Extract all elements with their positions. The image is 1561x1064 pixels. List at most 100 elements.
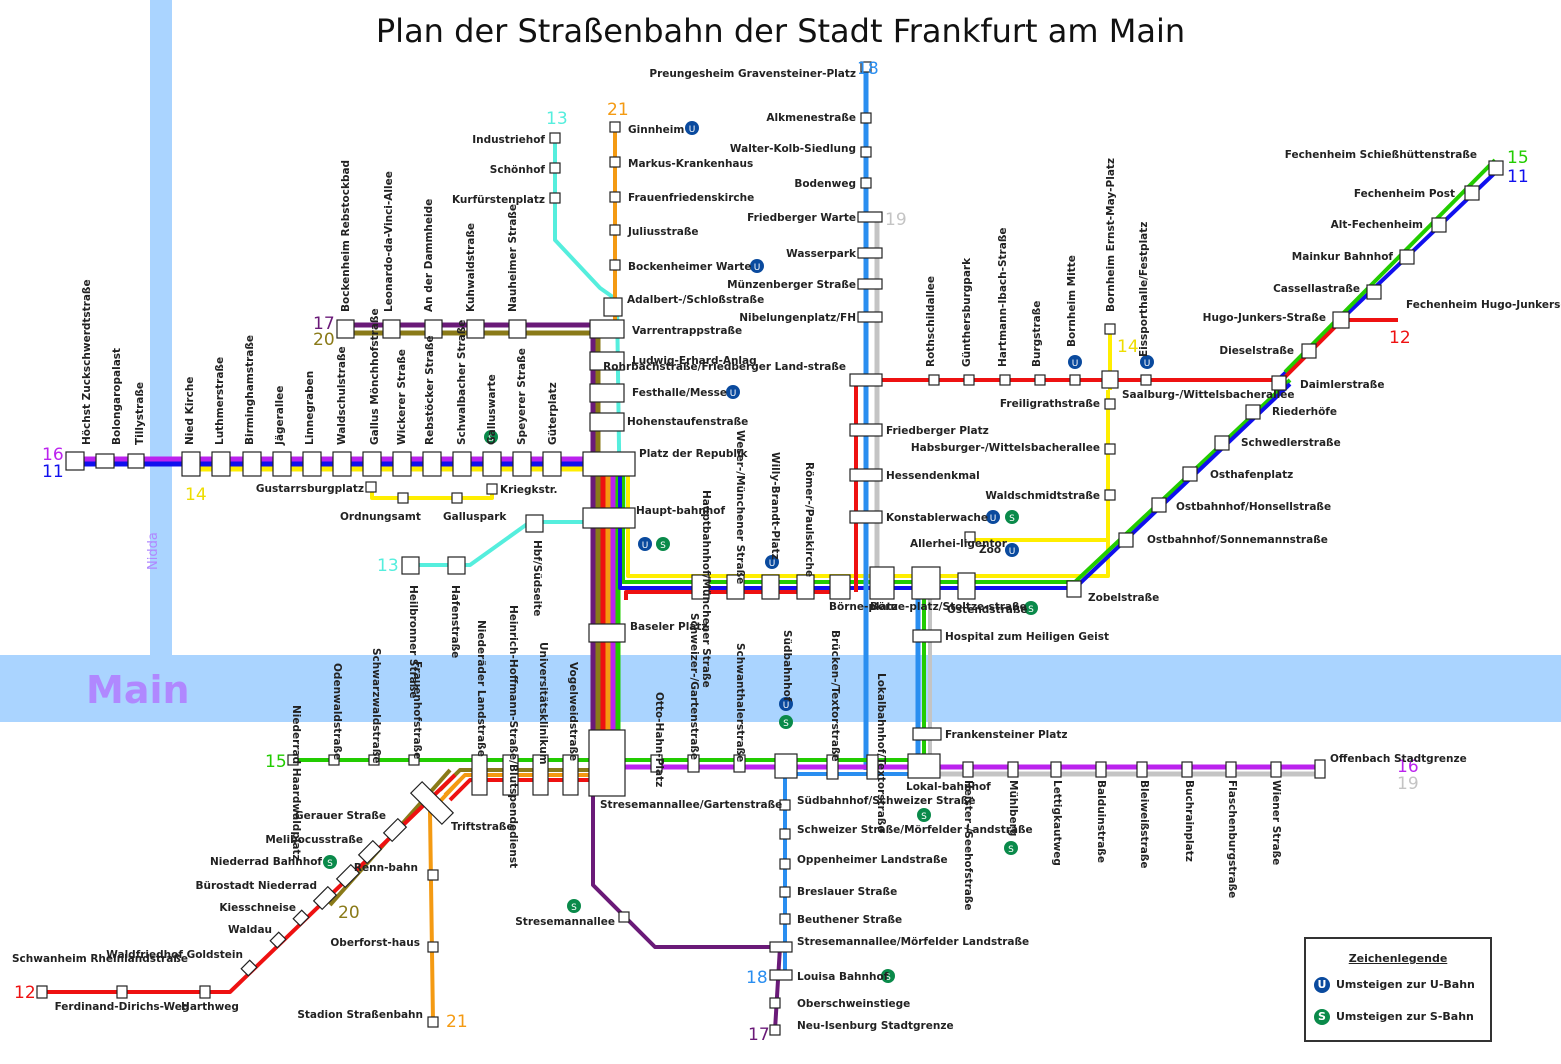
station-label: Stresemannallee (515, 916, 615, 928)
station-label: Bornheim Mitte (1066, 255, 1078, 347)
line-label-14-east: 14 (1117, 337, 1139, 357)
line-label-14-west: 14 (185, 485, 207, 505)
station-label: Alt-Fechenheim (1331, 219, 1423, 231)
svg-text:U: U (990, 514, 997, 524)
station-label: Zoo (979, 544, 1001, 556)
line-label-19-south: 19 (1397, 774, 1419, 794)
station-label: Birminghamstraße (244, 335, 256, 445)
line-label-20-north: 20 (313, 330, 335, 350)
station-label: Höchst Zuckschwerdtstraße (81, 279, 93, 445)
station-label: Renn-bahn (354, 862, 418, 874)
sbahn-icon: S (484, 430, 498, 444)
station-label: Weser-/Münchener Straße (734, 430, 746, 584)
ubahn-icon: U (1140, 355, 1154, 369)
sbahn-icon: S (323, 855, 337, 869)
station-label: Lettigkautweg (1051, 780, 1063, 866)
sbahn-icon: S (779, 715, 793, 729)
station-label: Eissporthalle/Festplatz (1138, 222, 1150, 357)
main-river-label: Main (86, 668, 190, 712)
ubahn-icon: U (685, 121, 699, 135)
station-label: Gallus Mönchhofstraße (369, 308, 381, 445)
station-label: Dieselstraße (1219, 345, 1294, 357)
station-label: Niederrad Bahnhof (210, 856, 322, 868)
line-11-east (618, 382, 1292, 590)
station-label: Nied Kirche (184, 377, 196, 445)
svg-text:S: S (1028, 605, 1034, 615)
station-label: Riederhöfe (1272, 406, 1337, 418)
station-label: Nauheimer Straße (507, 204, 519, 312)
station-label: Konstablerwache (886, 512, 988, 524)
station-label: Universitätsklinikum (537, 642, 549, 765)
nidda-river (150, 0, 172, 680)
ubahn-icon: U (765, 555, 779, 569)
legend-title: Zeichenlegende (1348, 952, 1448, 965)
transfer-icons: U U U S U S U U S U S U U U S S S S S S (323, 121, 1154, 983)
station-label: Varrentrappstraße (632, 325, 742, 337)
station-label: Hospital zum Heiligen Geist (945, 631, 1109, 643)
station-label: Baseler Platz (630, 621, 708, 633)
station-label: Lokal-bahnhof (906, 781, 991, 793)
map-title: Plan der Straßenbahn der Stadt Frankfurt… (375, 12, 1186, 50)
station-label: Galluswarte (486, 374, 498, 445)
station-label: Frauenfriedenskirche (628, 192, 754, 204)
station-label: Hohenstaufenstraße (627, 416, 748, 428)
station-label: Hessendenkmal (886, 470, 980, 482)
sbahn-icon: S (1005, 510, 1019, 524)
station-label: Waldau (228, 924, 272, 936)
line-label-13-north: 13 (546, 109, 568, 129)
station-label: Leonardo-da-Vinci-Allee (383, 171, 395, 312)
sbahn-icon: S (656, 537, 670, 551)
svg-text:S: S (921, 812, 927, 822)
station-label: Ginnheim (628, 124, 684, 136)
station-label: Stresemannallee/Mörfelder Landstraße (797, 936, 1029, 948)
station-label: Fechenheim Hugo-Junkers-Straße Schleife (1406, 299, 1561, 311)
svg-text:U: U (769, 559, 776, 569)
station-label: Gerauer Straße (295, 810, 386, 822)
station-label: Offenbach Stadtgrenze (1330, 753, 1467, 765)
station-label: Wiener Straße (1270, 780, 1282, 865)
svg-text:U: U (689, 125, 696, 135)
svg-text:S: S (660, 541, 666, 551)
station-label: Flaschenburgstraße (1226, 780, 1238, 898)
svg-text:U: U (642, 541, 649, 551)
svg-text:U: U (1072, 359, 1079, 369)
station-label: Preungesheim Gravensteiner-Platz (649, 68, 856, 80)
station-label: Alkmenestraße (766, 112, 856, 124)
station-label: Oberschweinstiege (797, 998, 910, 1010)
line-label-15-west: 15 (265, 752, 287, 772)
station-label: Heinrich-Hoffmann-Straße/Blutspendediens… (507, 605, 519, 868)
station-label: Gustarrsburgplatz (256, 483, 364, 495)
legend-sbahn-label: Umsteigen zur S-Bahn (1336, 1010, 1474, 1023)
station-label: Beuthener Straße (797, 914, 902, 926)
ubahn-icon: U (1314, 977, 1330, 993)
station-label: Heilbronner Straße (407, 585, 419, 698)
station-label: Speyerer Straße (516, 348, 528, 445)
station-label: Breslauer Straße (797, 886, 897, 898)
line-label-13-west: 13 (377, 556, 399, 576)
sbahn-icon: S (1314, 1009, 1330, 1025)
station-label: Wasserpark (786, 248, 857, 260)
station-label: Niederrad Haardwaldplatz (290, 705, 302, 861)
station-label: Niederäder Landstraße (475, 620, 487, 757)
station-label: Otto-Hahn-Platz (653, 692, 665, 787)
station-label: Lokalbahnhof/Textorstraße (875, 673, 887, 833)
station-label: Schweizer Straße/Mörfelder Landstraße (797, 824, 1033, 836)
station-label: Tillystraße (134, 382, 146, 445)
station-label: Kurfürstenplatz (452, 194, 545, 206)
line-label-12-east: 12 (1389, 328, 1411, 348)
station-label: Schwanthalerstraße (734, 643, 746, 762)
station-label: Balduinstraße (1095, 780, 1107, 863)
svg-text:S: S (1009, 514, 1015, 524)
station-label: Heister-/Seehofstraße (962, 780, 974, 911)
station-label: Festhalle/Messe (632, 387, 727, 399)
sbahn-icon: S (1024, 601, 1038, 615)
ubahn-icon: U (1005, 543, 1019, 557)
line-13-north (553, 138, 622, 521)
line-label-17-north: 17 (313, 314, 335, 334)
station-label: Luthmerstraße (214, 357, 226, 445)
station-label: Linnegraben (304, 371, 316, 445)
station-label: Hafenstraße (449, 585, 461, 658)
station-label: Frauenhofstraße (411, 661, 423, 759)
svg-text:S: S (1008, 845, 1014, 855)
